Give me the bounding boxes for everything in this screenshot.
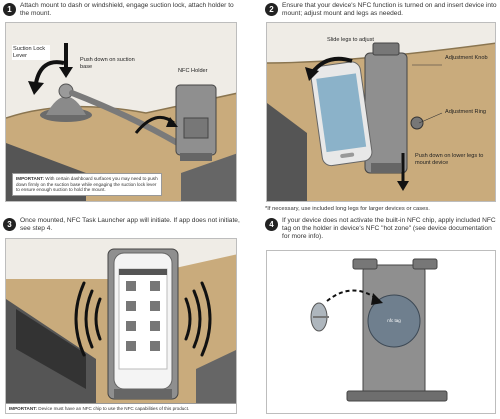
nfc-holder-label: NFC Holder <box>178 68 208 74</box>
step-1-note-text: With certain dashboard surfaces you may … <box>16 176 158 193</box>
step-3-instruction: Once mounted, NFC Task Launcher app will… <box>20 217 240 232</box>
slide-legs-label: Slide legs to adjust <box>327 37 374 43</box>
push-down-label: Push down on suction base <box>80 57 135 70</box>
step-3-number: 3 <box>3 218 16 231</box>
suction-lever-label: Suction Lock Lever <box>12 45 50 60</box>
step-1-important-note: IMPORTANT: With certain dashboard surfac… <box>12 173 162 196</box>
adjustment-knob-label: Adjustment Knob <box>445 55 488 61</box>
step-1-instruction: Attach mount to dash or windshield, enga… <box>20 2 234 17</box>
step-4-drawing <box>310 258 448 402</box>
adjustment-ring-label: Adjustment Ring <box>445 109 487 115</box>
step-1-number: 1 <box>3 3 16 16</box>
step-3-important-note: IMPORTANT: Device must have an NFC chip … <box>6 403 236 413</box>
step-4-illustration: nfc tag <box>266 250 496 414</box>
step-2-footnote: *If necessary, use included long legs fo… <box>265 206 430 212</box>
step-4-instruction: If your device does not activate the bui… <box>282 217 496 240</box>
step-1-illustration: Suction Lock Lever Push down on suction … <box>5 22 237 202</box>
step-3-note-text: Device must have an NFC chip to use the … <box>38 406 190 411</box>
step-2-drawing <box>267 23 495 201</box>
step-2-number: 2 <box>265 3 278 16</box>
step-1-note-strong: IMPORTANT: <box>16 176 44 181</box>
push-lower-legs-label: Push down on lower legs to mount device <box>415 153 484 166</box>
step-4-number: 4 <box>265 218 278 231</box>
nfc-tag-label: nfc tag <box>387 318 401 323</box>
step-3-illustration: IMPORTANT: Device must have an NFC chip … <box>5 238 237 414</box>
step-2-instruction: Ensure that your device's NFC function i… <box>282 2 497 17</box>
step-2-illustration: Slide legs to adjust Adjustment Knob Adj… <box>266 22 496 202</box>
step-3-note-strong: IMPORTANT: <box>9 406 37 411</box>
step-3-drawing <box>6 239 236 413</box>
